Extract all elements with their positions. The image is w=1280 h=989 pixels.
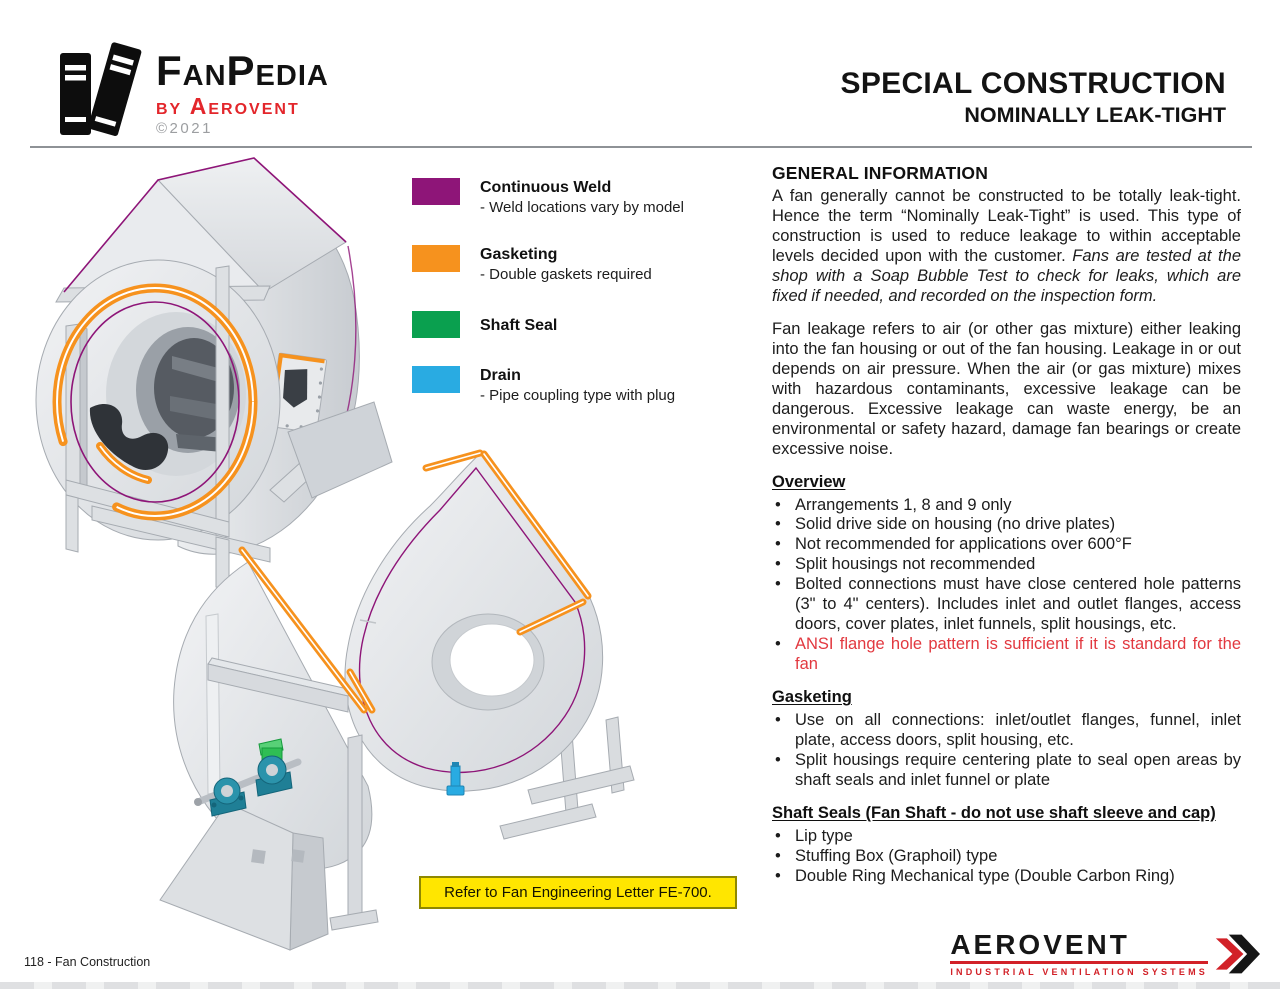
page-title-block: SPECIAL CONSTRUCTION NOMINALLY LEAK-TIGH… (840, 67, 1226, 128)
bullet-item-ansi-note: ANSI flange hole pattern is sufficient i… (772, 635, 1241, 675)
legend-label: Shaft Seal (480, 317, 558, 334)
bullet-item: Use on all connections: inlet/outlet fla… (772, 711, 1241, 751)
page-title: SPECIAL CONSTRUCTION (840, 67, 1226, 100)
aerovent-wordmark: AEROVENT (950, 929, 1130, 960)
bullet-item: Bolted connections must have close cente… (772, 575, 1241, 635)
paragraph-1: A fan generally cannot be constructed to… (772, 187, 1241, 307)
paragraph-1-normal: A fan generally cannot be constructed to… (772, 187, 1241, 266)
fan-scroll-housing-illustration (344, 449, 635, 840)
bullet-dot (772, 555, 795, 575)
legend-note: - Pipe coupling type with plug (480, 387, 676, 404)
bullet-item: Not recommended for applications over 60… (772, 535, 1241, 555)
copyright: ©2021 (156, 120, 213, 137)
aerovent-tagline: INDUSTRIAL VENTILATION SYSTEMS (950, 967, 1208, 977)
bullet-dot (772, 635, 795, 675)
bullet-dot (772, 575, 795, 635)
bullet-dot (772, 827, 795, 847)
seal-color-swatch (412, 311, 460, 338)
legend-note: - Double gaskets required (480, 266, 652, 283)
footer-page-label: 118 - Fan Construction (24, 955, 151, 969)
paragraph-1-italic: Fans are tested at the shop with a Soap … (772, 247, 1241, 305)
gasketing-heading: Gasketing (772, 688, 852, 707)
paragraph-2: Fan leakage refers to air (or other gas … (772, 319, 1241, 458)
shaft-seal-bearings (209, 738, 293, 817)
legend-item-drain: Drain - Pipe coupling type with plug (412, 366, 675, 405)
chevrons-icon (1215, 934, 1260, 974)
drain-color-swatch (412, 366, 460, 393)
bullet-dot (772, 867, 795, 887)
byline: by Aerovent (156, 93, 300, 119)
bullet-dot (772, 711, 795, 751)
fan-assembled-illustration (35, 157, 393, 591)
legend-note: - Weld locations vary by model (480, 199, 684, 216)
weld-color-swatch (412, 178, 460, 205)
page-subtitle: NOMINALLY LEAK-TIGHT (964, 103, 1226, 128)
bullet-dot (772, 496, 795, 516)
bullet-item: Lip type (772, 827, 1241, 847)
fan-illustrations (35, 157, 635, 951)
fan-pedestal-illustration (159, 546, 379, 951)
bottom-edge-strip (0, 982, 1280, 989)
bullet-item: Stuffing Box (Graphoil) type (772, 847, 1241, 867)
legend-label: Continuous Weld (480, 179, 612, 196)
legend-item-gasketing: Gasketing - Double gaskets required (412, 245, 652, 284)
section-title: GENERAL INFORMATION (772, 163, 989, 183)
bullet-dot (772, 515, 795, 535)
bullet-item: Split housings require centering plate t… (772, 751, 1241, 791)
shaft-seals-list: Lip type Stuffing Box (Graphoil) type Do… (772, 827, 1241, 887)
bullet-dot (772, 751, 795, 791)
legend-item-continuous-weld: Continuous Weld - Weld locations vary by… (412, 178, 684, 217)
fanpedia-wordmark: FanPedia (156, 47, 329, 94)
bullet-item: Split housings not recommended (772, 555, 1241, 575)
books-icon (60, 42, 142, 136)
drain-plug (446, 762, 465, 796)
bullet-item: Arrangements 1, 8 and 9 only (772, 496, 1241, 516)
aerovent-logo: AEROVENT INDUSTRIAL VENTILATION SYSTEMS (950, 931, 1260, 977)
bullet-item: Solid drive side on housing (no drive pl… (772, 515, 1241, 535)
shaft-seals-heading: Shaft Seals (Fan Shaft - do not use shaf… (772, 803, 1216, 822)
bullet-dot (772, 535, 795, 555)
engineering-letter-note: Refer to Fan Engineering Letter FE-700. (419, 876, 737, 909)
header-rule (30, 146, 1252, 148)
gasket-color-swatch (412, 245, 460, 272)
bullet-dot (772, 847, 795, 867)
gasketing-list: Use on all connections: inlet/outlet fla… (772, 711, 1241, 791)
overview-heading: Overview (772, 472, 846, 491)
fanpedia-logo: FanPedia by Aerovent ©2021 (156, 47, 329, 137)
overview-list: Arrangements 1, 8 and 9 only Solid drive… (772, 496, 1241, 676)
bullet-item: Double Ring Mechanical type (Double Carb… (772, 867, 1241, 887)
aerovent-rule (950, 961, 1208, 964)
general-information-section: GENERAL INFORMATION A fan generally cann… (772, 163, 1241, 900)
legend-item-shaft-seal: Shaft Seal (412, 311, 557, 338)
legend-label: Gasketing (480, 246, 558, 263)
legend-label: Drain (480, 367, 521, 384)
